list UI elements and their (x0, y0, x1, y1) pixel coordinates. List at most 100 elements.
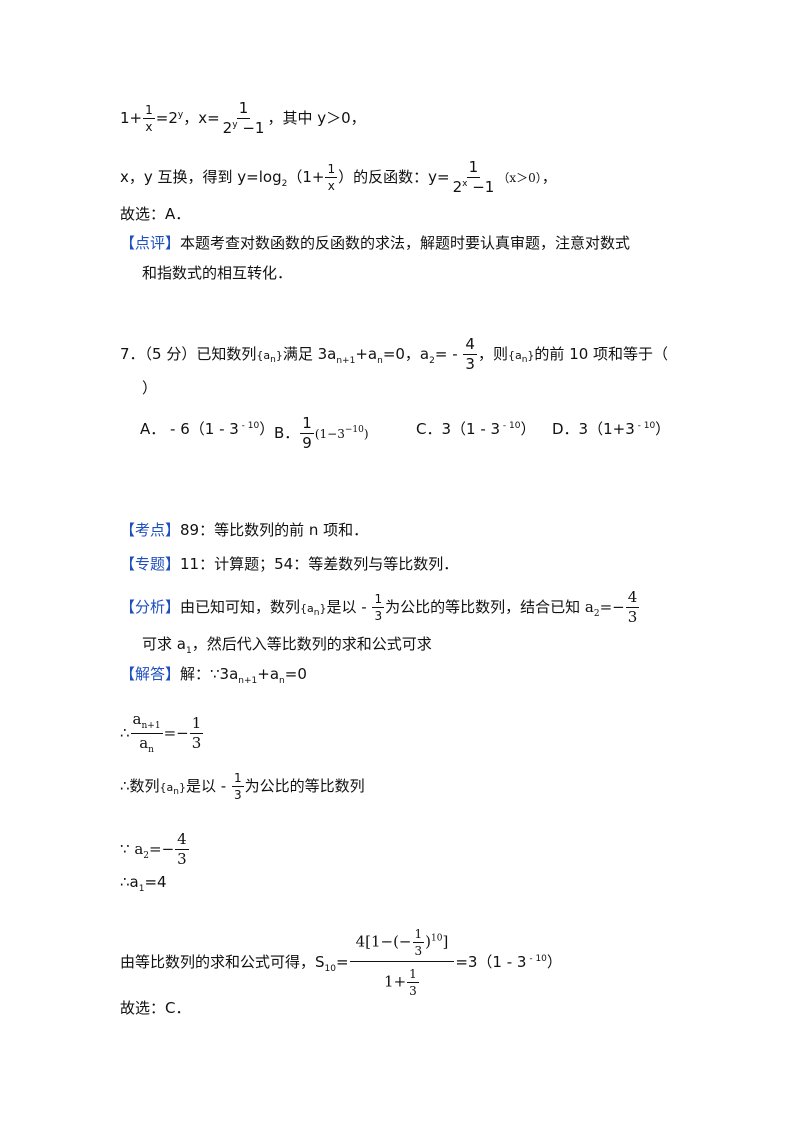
step-4: ∴a1=4 (120, 872, 167, 899)
text: ) (425, 932, 431, 951)
text: ） (259, 420, 275, 438)
denominator: 3 (177, 850, 187, 868)
text: ，然后代入等比数列的求和公式可求 (191, 635, 432, 653)
text: 本题考查对数函数的反函数的求法，解题时要认真审题，注意对数式 (180, 234, 631, 252)
text: ∴a (120, 873, 139, 891)
text: ∵ (120, 840, 135, 858)
superscript: - 10 (500, 421, 521, 431)
sequence-symbol: {an} (256, 349, 283, 366)
text: 89：等比数列的前 n 项和． (180, 521, 369, 539)
superscript: - 10 (238, 421, 260, 431)
denominator: 3 (409, 984, 417, 998)
text: ，x= (183, 109, 220, 127)
text: B． (274, 424, 300, 442)
numerator: 1 (372, 592, 385, 608)
jieda-line: 【解答】解：∵3an+1+an=0 (120, 664, 307, 691)
text: 是以 - (326, 598, 372, 616)
text: x，y 互换，得到 y=log (120, 168, 282, 186)
superscript: y (177, 110, 184, 120)
denominator: 3 (233, 788, 242, 802)
final-answer: 故选：C． (120, 999, 191, 1017)
superscript: −10 (344, 425, 364, 435)
denominator: 3 (627, 608, 638, 626)
subscript: 2 (143, 851, 149, 861)
answer-line: 故选：A． (120, 205, 191, 223)
denominator: 3 (191, 734, 202, 752)
text: ∴数列 (120, 777, 160, 795)
text: 的前 10 项和等于（ (534, 345, 669, 363)
text: （1+ (287, 168, 325, 186)
subscript: n (313, 608, 320, 619)
superscript: 10 (431, 933, 443, 944)
review-line-2: 和指数式的相互转化． (142, 264, 293, 282)
text: −1 (467, 178, 495, 196)
text: A． - 6（1 - 3 (140, 420, 239, 438)
option-a[interactable]: A． - 6（1 - 3 - 10） (140, 416, 274, 439)
text: C．3（1 - 3 (416, 420, 501, 438)
fenxi-line-2: 可求 a1，然后代入等比数列的求和公式可求 (142, 634, 432, 661)
subscript: 2 (593, 609, 600, 619)
text: +a (355, 345, 378, 363)
text: 可求 a (142, 635, 186, 653)
review-tag: 【点评】 (120, 234, 181, 252)
text: 2 (222, 119, 233, 137)
superscript: x (462, 179, 468, 189)
jieda-tag: 【解答】 (120, 665, 181, 683)
zhuanti-line: 【专题】11：计算题；54：等差数列与等比数列． (120, 554, 458, 574)
text: ) (363, 427, 369, 441)
text: ，则 (477, 345, 508, 363)
subscript: 2 (429, 356, 435, 366)
option-d[interactable]: D．3（1+3 - 10） (552, 416, 670, 439)
denominator: x (327, 179, 335, 193)
text: a (132, 710, 142, 728)
text: ， (541, 168, 557, 186)
text: 7．（5 分）已知数列 (120, 345, 257, 363)
text: 解：∵3a (180, 665, 239, 683)
denominator: 3 (374, 609, 383, 623)
text: 4[1−(− (355, 932, 412, 951)
denominator: 2x −1 (451, 178, 497, 195)
text: ，其中 y＞0， (267, 109, 366, 127)
text: = (335, 953, 349, 971)
text: 满足 3a (282, 345, 337, 363)
superscript: y (232, 120, 238, 130)
text: 1+ (120, 109, 143, 127)
text: a (514, 349, 522, 362)
subscript: 1 (138, 884, 145, 894)
text: =2 (155, 109, 178, 127)
numerator: 1 (300, 414, 314, 434)
numerator: 1 (412, 927, 425, 943)
subscript: 10 (324, 964, 336, 974)
sequence-symbol: {an} (300, 602, 327, 619)
text: ） (655, 420, 671, 438)
text: 2 (452, 178, 463, 196)
text: ∴ (120, 724, 130, 742)
subscript: n+1 (336, 356, 356, 366)
denominator: 2y −1 (221, 119, 267, 136)
superscript: - 10 (634, 421, 656, 431)
subscript: n (270, 355, 276, 366)
text: ） (520, 420, 536, 438)
text: −1 (237, 119, 265, 137)
numerator: 1 (143, 103, 155, 119)
numerator: 1 (407, 967, 419, 983)
question-7-close: ） (142, 379, 158, 397)
text: （x＞0） (497, 171, 542, 185)
option-c[interactable]: C．3（1 - 3 - 10） (416, 416, 536, 439)
denominator: an (137, 734, 156, 755)
